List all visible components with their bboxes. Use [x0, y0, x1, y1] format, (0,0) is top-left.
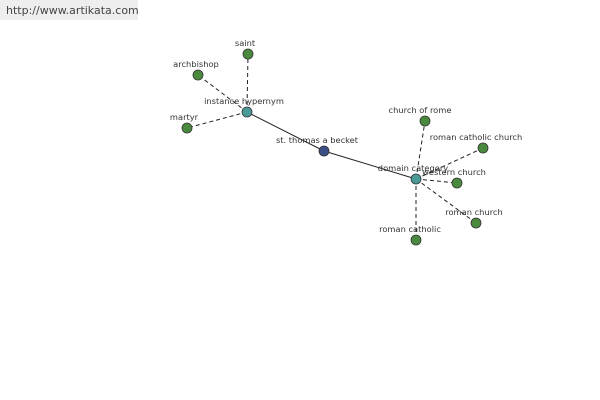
node-western-church[interactable]	[451, 177, 463, 189]
label-martyr: martyr	[170, 112, 199, 122]
node-instance-hypernym[interactable]	[241, 106, 253, 118]
url-text[interactable]: http://www.artikata.com	[6, 4, 139, 17]
label-archbishop: archbishop	[173, 59, 219, 69]
label-saint: saint	[235, 38, 256, 48]
label-center: st. thomas a becket	[276, 135, 359, 145]
node-saint[interactable]	[242, 48, 254, 60]
edge-center-hypernym	[246, 111, 325, 152]
label-domain-category: domain category	[378, 163, 448, 173]
edge-center-domain	[323, 150, 417, 180]
node-church-of-rome[interactable]	[419, 115, 431, 127]
label-roman-church: roman church	[445, 207, 503, 217]
edge-domain-church-of-rome	[415, 120, 426, 180]
node-martyr[interactable]	[181, 122, 193, 134]
node-domain-category[interactable]	[410, 173, 422, 185]
node-roman-catholic-church[interactable]	[477, 142, 489, 154]
edge-domain-roman-catholic-church	[415, 147, 484, 180]
edge-domain-western-church	[415, 178, 458, 184]
label-instance-hypernym: instance hypernym	[204, 96, 284, 106]
node-roman-church[interactable]	[470, 217, 482, 229]
label-western-church: western church	[422, 167, 486, 177]
node-roman-catholic[interactable]	[410, 234, 422, 246]
node-archbishop[interactable]	[192, 69, 204, 81]
url-banner: http://www.artikata.com	[0, 0, 139, 20]
label-roman-catholic: roman catholic	[379, 224, 441, 234]
edge-hypernym-saint	[246, 53, 249, 113]
label-church-of-rome: church of rome	[389, 105, 452, 115]
edge-domain-roman-church	[415, 178, 477, 224]
edge-hypernym-martyr	[186, 111, 248, 129]
edge-hypernym-archbishop	[197, 74, 248, 113]
node-center[interactable]	[318, 145, 330, 157]
label-roman-catholic-church: roman catholic church	[430, 132, 523, 142]
